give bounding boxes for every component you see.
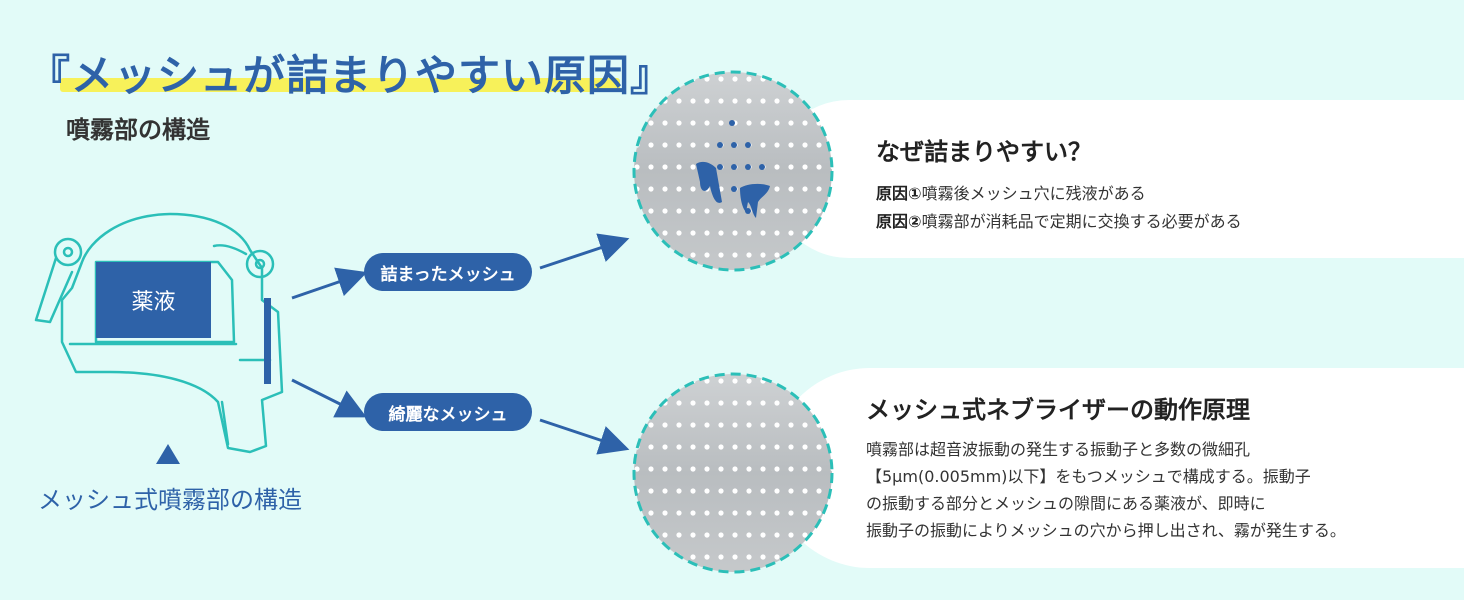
drug-reservoir bbox=[96, 262, 211, 338]
title-highlight bbox=[60, 78, 620, 92]
clean-mesh-label: 綺麗なメッシュ bbox=[364, 393, 532, 431]
reason-panel bbox=[770, 100, 1464, 258]
page-title: 『メッシュが詰まりやすい原因』 bbox=[28, 51, 674, 100]
device-caption: メッシュ式噴霧部の構造 bbox=[38, 486, 302, 514]
clogged-mesh-magnified bbox=[632, 70, 834, 272]
arrow-to-clogged-label bbox=[291, 267, 368, 300]
reason-item: 原因②噴霧部が消耗品で定期に交換する必要がある bbox=[876, 208, 1242, 232]
principle-line: 噴霧部は超音波振動の発生する振動子と多数の微細孔 bbox=[866, 440, 1251, 459]
clogged-mesh-label: 詰まったメッシュ bbox=[364, 253, 532, 291]
reason-text: 噴霧後メッシュ穴に残液がある bbox=[921, 184, 1146, 203]
reason-label: 原因① bbox=[876, 184, 922, 203]
pointer-triangle-icon bbox=[156, 444, 180, 464]
principle-panel bbox=[770, 368, 1464, 568]
principle-line: 【5μm(0.005mm)以下】をもつメッシュで構成する。振動子 bbox=[866, 467, 1311, 486]
clean-mesh-magnified bbox=[632, 372, 834, 574]
arrow-to-clean-label bbox=[291, 378, 367, 418]
flow-arrows bbox=[291, 233, 630, 455]
reason-item: 原因①噴霧後メッシュ穴に残液がある bbox=[876, 180, 1146, 204]
reason-text: 噴霧部が消耗品で定期に交換する必要がある bbox=[921, 212, 1242, 231]
reason-label: 原因② bbox=[876, 212, 922, 231]
principle-title: メッシュ式ネブライザーの動作原理 bbox=[866, 396, 1250, 424]
page-subtitle: 噴霧部の構造 bbox=[66, 116, 210, 144]
nebulizer-head-diagram bbox=[34, 212, 284, 454]
arrow-to-clean-mesh bbox=[539, 418, 630, 455]
reason-title: なぜ詰まりやすい？ bbox=[876, 138, 1092, 166]
arrow-to-clogged-mesh bbox=[539, 233, 630, 270]
principle-line: 振動子の振動によりメッシュの穴から押し出され、霧が発生する。 bbox=[866, 521, 1346, 540]
drug-label: 薬液 bbox=[131, 290, 176, 315]
mesh-plate bbox=[264, 298, 271, 384]
principle-line: の振動する部分とメッシュの隙間にある薬液が、即時に bbox=[866, 494, 1266, 513]
